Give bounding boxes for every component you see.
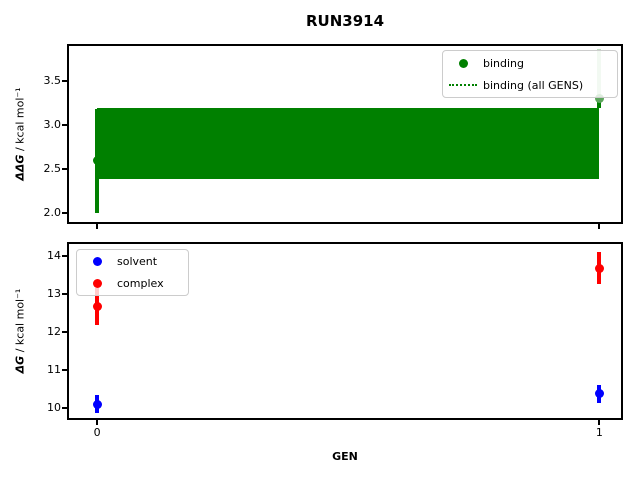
x-tick xyxy=(598,420,601,425)
top-subplot-axes xyxy=(67,44,623,224)
legend-label-complex: complex xyxy=(117,277,164,290)
y-tick-label: 13 xyxy=(47,287,61,301)
y-tick xyxy=(62,406,67,409)
marker-binding xyxy=(92,156,102,166)
y-tick-label: 11 xyxy=(47,362,61,376)
y-tick-label: 12 xyxy=(47,325,61,339)
y-tick xyxy=(62,293,67,296)
legend-item-solvent: solvent xyxy=(77,251,188,273)
y-tick xyxy=(62,79,67,82)
marker-binding xyxy=(594,94,604,104)
legend-item-binding-all-gens: binding (all GENS) xyxy=(443,74,617,96)
legend-label-binding-all-gens: binding (all GENS) xyxy=(483,78,584,92)
x-tick xyxy=(598,224,601,229)
complex-marker-icon xyxy=(92,279,102,288)
marker-complex xyxy=(594,263,604,273)
dotted-line-icon xyxy=(449,84,477,86)
solvent-marker-icon xyxy=(92,257,102,266)
confidence-band xyxy=(97,108,600,180)
legend-label-binding: binding xyxy=(483,56,525,70)
marker-complex xyxy=(92,302,102,312)
y-tick-label: 2.5 xyxy=(43,161,62,175)
y-tick-label: 3.5 xyxy=(43,73,62,87)
binding-marker-icon xyxy=(458,58,468,68)
error-bar-stem xyxy=(597,98,602,109)
y-tick-label: 3.0 xyxy=(43,117,62,131)
x-axis-label: GEN xyxy=(332,450,358,463)
top-legend: binding binding (all GENS) xyxy=(442,50,618,98)
y-tick xyxy=(62,167,67,170)
y-tick xyxy=(62,123,67,126)
x-tick xyxy=(96,224,99,229)
legend-item-complex: complex xyxy=(77,273,188,295)
marker-solvent xyxy=(594,389,604,399)
y-tick xyxy=(62,368,67,371)
y-tick-label: 10 xyxy=(47,400,61,414)
y-tick xyxy=(62,211,67,214)
legend-label-solvent: solvent xyxy=(117,255,158,268)
legend-item-binding: binding xyxy=(443,52,617,74)
marker-solvent xyxy=(92,399,102,409)
bottom-legend: solvent complex xyxy=(76,249,189,296)
bottom-subplot-axes xyxy=(67,242,623,420)
x-tick xyxy=(96,420,99,425)
chart-title: RUN3914 xyxy=(305,12,385,30)
y-tick xyxy=(62,255,67,258)
y-tick-label: 14 xyxy=(47,249,61,263)
y-tick-label: 2.0 xyxy=(43,205,62,219)
y-tick xyxy=(62,331,67,334)
x-tick-label: 1 xyxy=(595,426,603,439)
x-tick-label: 0 xyxy=(93,426,101,439)
